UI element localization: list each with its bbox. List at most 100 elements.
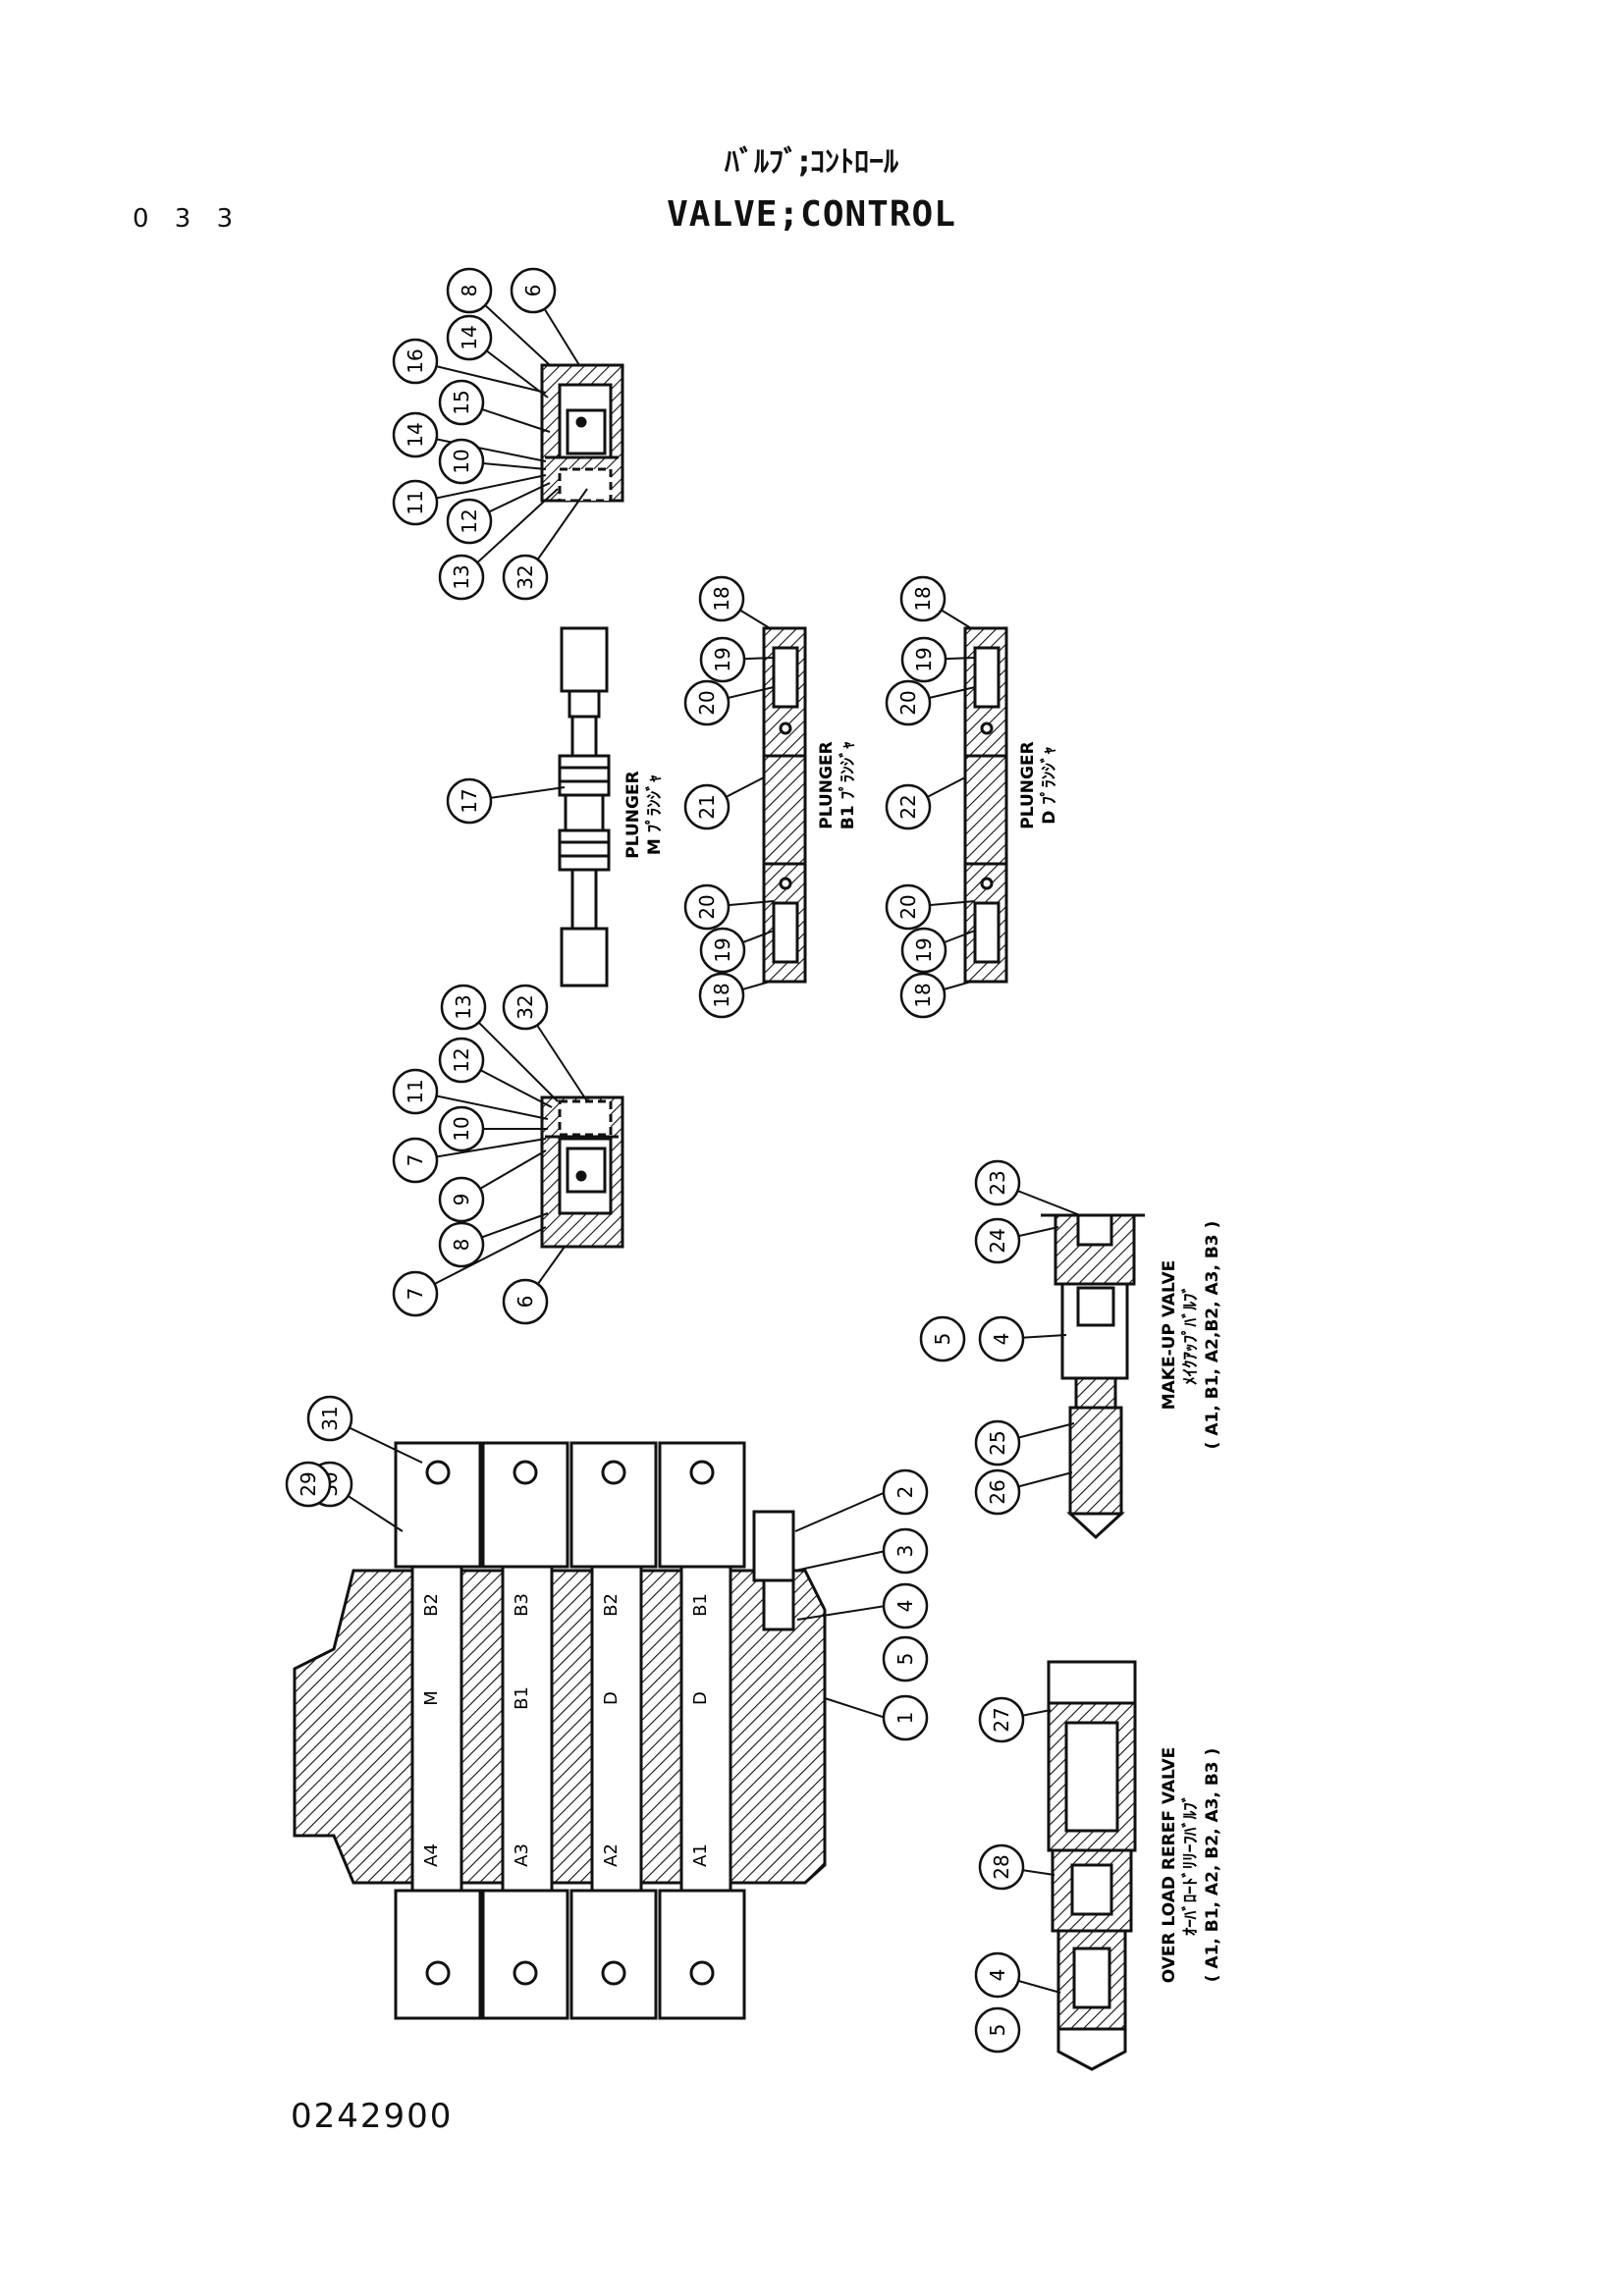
callout-number: 17	[458, 788, 481, 813]
callout-balloon	[974, 1159, 1021, 1206]
plunger-b1-jp: B1 ﾌﾟﾗﾝｼﾞｬ	[838, 741, 858, 829]
callout-number: 16	[404, 348, 427, 373]
callout-number: 3	[893, 1545, 917, 1558]
callout-number: 28	[990, 1854, 1013, 1879]
callout-number: 10	[450, 449, 473, 473]
plunger-d-jp: D ﾌﾟﾗﾝｼﾞｬ	[1039, 746, 1059, 825]
callout-number: 12	[450, 1047, 473, 1072]
callout-number: 31	[318, 1406, 342, 1430]
callout-number: 20	[695, 690, 719, 715]
callout-balloon	[438, 1176, 485, 1223]
make-up-valve-label: MAKE-UP VALVE ﾒｲｸｱｯﾌﾟﾊﾞﾙﾌﾞ ( A1, B1, A2,…	[1160, 1221, 1222, 1450]
port-label: D	[601, 1691, 622, 1705]
callout-number: 5	[931, 1333, 954, 1346]
callout-number: 15	[450, 390, 473, 414]
callout-balloon	[446, 267, 493, 314]
callout-balloon	[974, 2006, 1021, 2054]
callout-balloon	[683, 783, 730, 830]
callout-balloon	[502, 554, 549, 601]
plunger-m-name: PLUNGER	[623, 771, 643, 858]
callout-number: 7	[404, 1288, 427, 1301]
callout-number: 25	[986, 1430, 1009, 1455]
plunger-d-label: PLUNGER D ﾌﾟﾗﾝｼﾞｬ	[1018, 741, 1059, 828]
port-label: B2	[601, 1593, 622, 1617]
callout-balloon	[974, 1468, 1021, 1516]
callout-balloon	[899, 972, 947, 1019]
callout-number: 6	[514, 1296, 537, 1308]
callout-number: 1	[893, 1712, 917, 1725]
callout-number: 13	[450, 564, 473, 589]
middle-spool-cap-drawing	[540, 1095, 624, 1249]
port-label: B3	[512, 1593, 532, 1617]
callout-balloon	[392, 1270, 439, 1317]
port-label: B1	[512, 1686, 532, 1710]
callout-number: 18	[911, 983, 935, 1007]
plunger-m-jp: M ﾌﾟﾗﾝｼﾞｬ	[644, 774, 665, 855]
make-up-valve-name: MAKE-UP VALVE	[1160, 1260, 1179, 1411]
callout-balloon	[885, 883, 932, 931]
callout-number: 18	[911, 586, 935, 611]
page-title: VALVE;CONTROL	[667, 194, 956, 235]
callout-balloon	[446, 498, 493, 545]
callout-balloon	[698, 972, 745, 1019]
plunger-d-name: PLUNGER	[1018, 741, 1038, 828]
callout-number: 18	[710, 586, 733, 611]
callout-balloon	[392, 411, 439, 458]
callout-balloon	[438, 1105, 485, 1152]
callout-balloon	[438, 1221, 485, 1268]
callout-balloon	[510, 267, 557, 314]
callout-number: 8	[458, 285, 481, 297]
callout-number: 21	[695, 794, 719, 819]
port-label: D	[690, 1691, 711, 1705]
callout-balloon	[882, 1582, 929, 1629]
valve-body-drawing	[293, 1441, 827, 2020]
callout-balloon	[683, 883, 730, 931]
callout-balloon	[438, 554, 485, 601]
callout-number: 11	[404, 490, 427, 514]
callout-balloon	[392, 1137, 439, 1184]
page-number: 0 3 3	[133, 204, 243, 234]
port-labels: B2 B3 B2 B1 M B1 D D A4 A3 A2 A1	[421, 1593, 711, 1867]
callout-number: 14	[458, 325, 481, 349]
callout-balloon	[683, 679, 730, 726]
callout-balloon	[306, 1395, 353, 1442]
callout-number: 19	[912, 647, 936, 671]
callout-balloon	[885, 679, 932, 726]
callout-balloon	[974, 1951, 1021, 1999]
callout-number: 23	[986, 1170, 1009, 1195]
callout-balloon	[440, 984, 487, 1031]
page-title-japanese: ﾊﾞﾙﾌﾞ;ｺﾝﾄﾛｰﾙ	[725, 145, 898, 180]
callout-number: 4	[893, 1600, 917, 1613]
over-load-relief-valve-drawing	[1047, 1660, 1137, 2071]
over-load-relief-valve-name: OVER LOAD REREF VALVE	[1160, 1747, 1179, 1984]
make-up-valve-drawing	[1041, 1213, 1145, 1540]
callout-number: 4	[990, 1333, 1013, 1346]
callout-balloon	[919, 1315, 966, 1362]
over-load-relief-valve-label: OVER LOAD REREF VALVE ｵｰﾊﾞﾛｰﾄﾞﾘﾘｰﾌﾊﾞﾙﾌﾞ …	[1160, 1747, 1222, 1984]
callout-number: 20	[896, 894, 920, 919]
top-spool-cap-drawing	[540, 363, 624, 503]
callout-balloon	[392, 338, 439, 385]
port-label: A1	[690, 1843, 711, 1867]
callout-number: 18	[710, 983, 733, 1007]
callout-number: 19	[711, 937, 734, 962]
over-load-relief-valve-jp: ｵｰﾊﾞﾛｰﾄﾞﾘﾘｰﾌﾊﾞﾙﾌﾞ	[1180, 1794, 1201, 1937]
port-label: B1	[690, 1593, 711, 1617]
callout-balloon	[285, 1461, 332, 1508]
callout-balloon	[446, 777, 493, 825]
callout-number: 5	[893, 1653, 917, 1666]
callout-balloon	[438, 1037, 485, 1084]
callout-number: 8	[450, 1239, 473, 1252]
port-label: A3	[512, 1843, 532, 1867]
callout-balloon	[882, 1527, 929, 1575]
callout-balloon	[698, 575, 745, 622]
make-up-valve-jp: ﾒｲｸｱｯﾌﾟﾊﾞﾙﾌﾞ	[1180, 1285, 1201, 1385]
plunger-m-label: PLUNGER M ﾌﾟﾗﾝｼﾞｬ	[623, 771, 665, 858]
make-up-valve-ports: ( A1, B1, A2,B2, A3, B3 )	[1203, 1221, 1222, 1450]
callout-balloon	[882, 1468, 929, 1516]
callout-number: 12	[458, 508, 481, 533]
callout-number: 11	[404, 1079, 427, 1103]
port-label: B2	[421, 1593, 442, 1617]
callout-balloon	[900, 927, 947, 974]
callout-balloon	[885, 783, 932, 830]
